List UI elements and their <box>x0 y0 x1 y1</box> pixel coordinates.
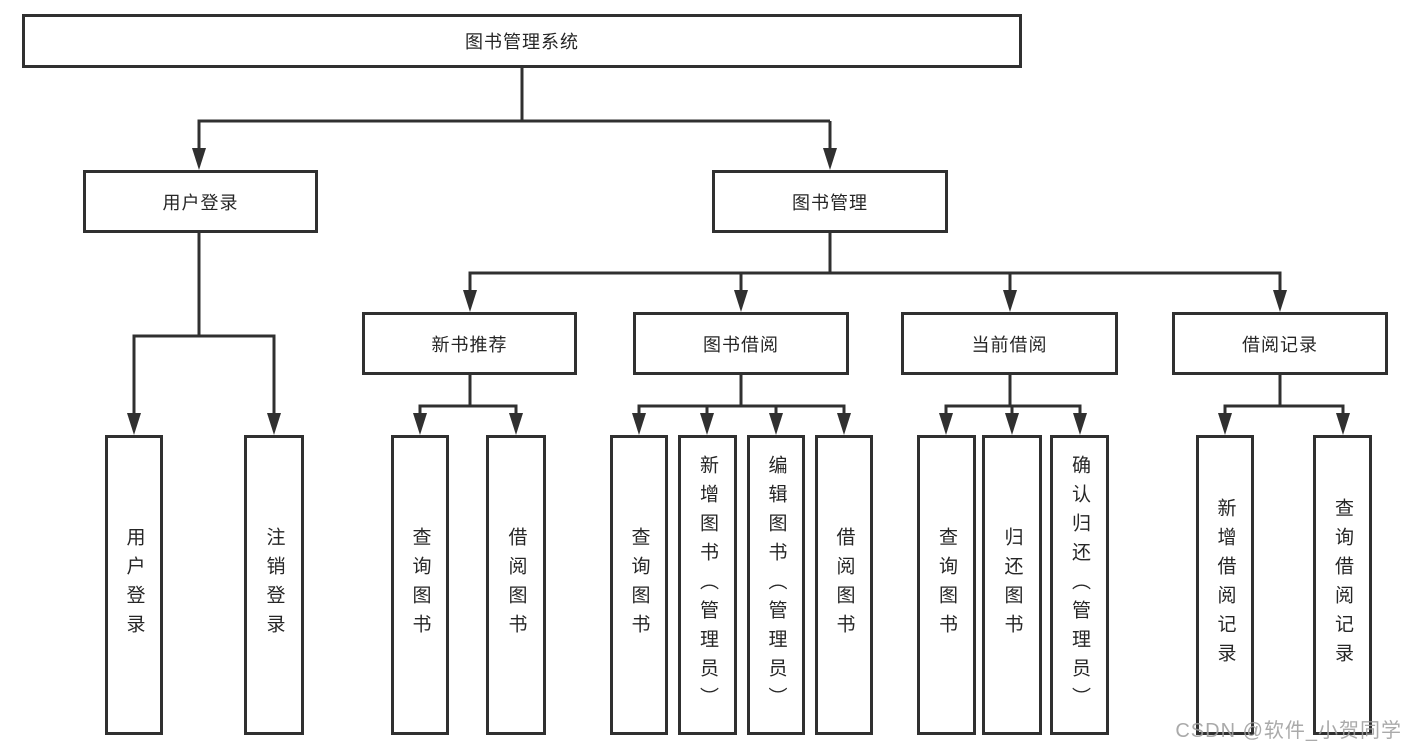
node-label: 借阅记录 <box>1242 334 1318 355</box>
leaf-borrow-books-recommend: 借阅图书 <box>486 435 546 735</box>
leaf-query-borrow-record: 查询借阅记录 <box>1313 435 1372 735</box>
leaf-borrow-books: 借阅图书 <box>815 435 873 735</box>
node-label: 查询图书 <box>628 527 650 643</box>
node-label: 借阅图书 <box>505 527 527 643</box>
node-label: 图书借阅 <box>703 334 779 355</box>
arrowheads-user-login-leaves <box>127 413 281 435</box>
connector-current-borrow-to-leaves <box>944 375 1082 415</box>
node-label: 查询图书 <box>936 527 957 643</box>
arrowheads-borrow-record-leaves <box>1218 413 1350 435</box>
node-label: 确认归还（管理员） <box>1069 454 1090 716</box>
connector-user-login-to-leaves <box>132 233 276 415</box>
node-label: 归还图书 <box>1001 527 1023 643</box>
leaf-edit-book-admin: 编辑图书（管理员） <box>747 435 805 735</box>
connector-new-book-to-leaves <box>418 375 518 415</box>
node-user-login: 用户登录 <box>83 170 318 233</box>
leaf-logout: 注销登录 <box>244 435 304 735</box>
leaf-add-borrow-record: 新增借阅记录 <box>1196 435 1254 735</box>
node-book-management: 图书管理 <box>712 170 948 233</box>
connector-book-mgmt-to-level3 <box>468 233 1282 292</box>
connector-book-borrow-to-leaves <box>637 375 846 415</box>
node-label: 图书管理系统 <box>465 32 579 52</box>
node-label: 借阅图书 <box>833 527 855 643</box>
node-book-borrow: 图书借阅 <box>633 312 849 375</box>
arrowheads-new-book-leaves <box>413 413 523 435</box>
leaf-add-book-admin: 新增图书（管理员） <box>678 435 737 735</box>
arrowheads-level2 <box>192 148 837 170</box>
leaf-query-books-borrow: 查询图书 <box>610 435 668 735</box>
node-label: 新书推荐 <box>431 334 508 355</box>
node-label: 新增图书（管理员） <box>697 454 718 716</box>
node-label: 注销登录 <box>263 527 285 643</box>
node-library-management-system: 图书管理系统 <box>22 14 1022 68</box>
node-label: 用户登录 <box>123 527 145 643</box>
node-label: 用户登录 <box>162 192 239 213</box>
leaf-query-books-current: 查询图书 <box>917 435 976 735</box>
node-current-borrow: 当前借阅 <box>901 312 1118 375</box>
connector-borrow-record-to-leaves <box>1223 375 1345 415</box>
node-label: 查询图书 <box>409 527 431 643</box>
node-label: 图书管理 <box>792 192 868 213</box>
node-borrow-record: 借阅记录 <box>1172 312 1388 375</box>
arrowheads-current-borrow-leaves <box>939 413 1087 435</box>
arrowheads-book-borrow-leaves <box>632 413 851 435</box>
leaf-user-login: 用户登录 <box>105 435 163 735</box>
node-new-book-recommend: 新书推荐 <box>362 312 577 375</box>
csdn-watermark: CSDN @软件_小贺同学 <box>1175 720 1402 742</box>
node-label: 当前借阅 <box>971 334 1048 355</box>
leaf-confirm-return-admin: 确认归还（管理员） <box>1050 435 1109 735</box>
arrowheads-level3 <box>463 290 1287 312</box>
node-label: 查询借阅记录 <box>1332 498 1353 672</box>
leaf-query-books-recommend: 查询图书 <box>391 435 449 735</box>
node-label: 新增借阅记录 <box>1214 498 1236 672</box>
connector-root-to-level2 <box>197 68 832 150</box>
leaf-return-books: 归还图书 <box>982 435 1042 735</box>
node-label: 编辑图书（管理员） <box>765 454 787 716</box>
